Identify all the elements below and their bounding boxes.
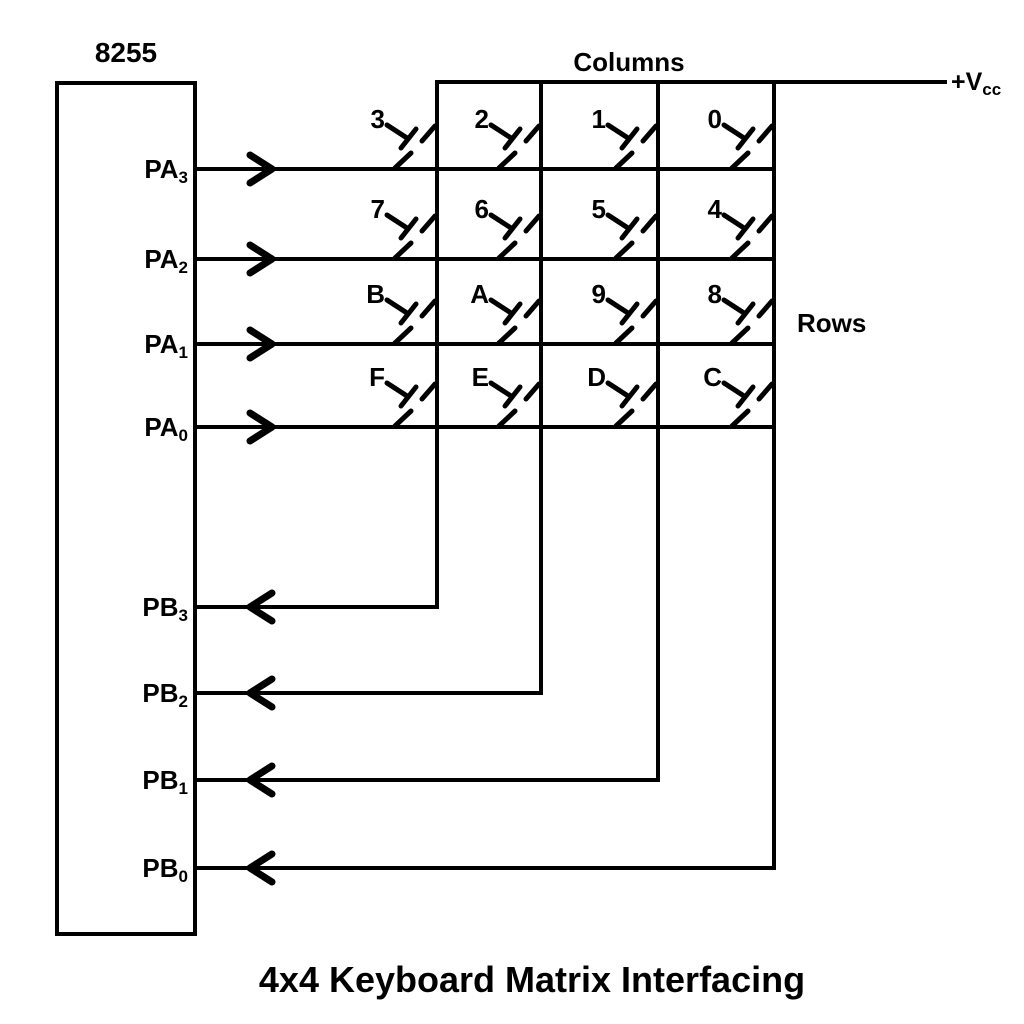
- columns-label: Columns: [573, 47, 685, 77]
- port-name: PB: [142, 853, 179, 883]
- port-label-pa0: PA0: [68, 410, 188, 445]
- key-label: D: [587, 362, 606, 392]
- port-label-pa2: PA2: [68, 242, 188, 277]
- key-label: 0: [707, 104, 722, 134]
- port-name: PA: [144, 154, 179, 184]
- port-name: PB: [142, 678, 179, 708]
- key-label: 7: [370, 194, 385, 224]
- port-name: PA: [144, 329, 179, 359]
- port-label-pa3: PA3: [68, 152, 188, 187]
- key-switch-icon: [724, 215, 772, 258]
- port-name: PA: [144, 412, 179, 442]
- port-bit: 1: [178, 779, 188, 798]
- port-bit: 1: [178, 343, 188, 362]
- chip-label: 8255: [94, 37, 158, 68]
- key-label: 3: [370, 104, 385, 134]
- port-bit: 2: [178, 692, 188, 711]
- key-label: A: [470, 279, 489, 309]
- key-label: B: [366, 279, 385, 309]
- port-label-pb3: PB3: [68, 590, 188, 625]
- key-label: F: [369, 362, 385, 392]
- chip-8255-outline: [55, 81, 197, 936]
- vcc-main: +V: [951, 68, 983, 96]
- port-name: PB: [142, 765, 179, 795]
- key-label: 4: [707, 194, 722, 224]
- key-switch-icon: [724, 300, 772, 343]
- port-bit: 2: [178, 258, 188, 277]
- port-label-pa1: PA1: [68, 327, 188, 362]
- key-switch-icon: [724, 383, 772, 426]
- vcc-label: +Vcc: [951, 68, 1002, 99]
- vcc-subscript: cc: [982, 80, 1002, 99]
- key-label: C: [703, 362, 722, 392]
- port-label-pb1: PB1: [68, 763, 188, 798]
- port-bit: 3: [178, 606, 188, 625]
- key-label: 8: [707, 279, 722, 309]
- port-name: PA: [144, 244, 179, 274]
- key-label: 2: [474, 104, 489, 134]
- port-bit: 3: [178, 168, 188, 187]
- key-label: 6: [474, 194, 489, 224]
- rows-label: Rows: [797, 308, 867, 338]
- port-bit: 0: [178, 426, 188, 445]
- port-label-pb2: PB2: [68, 676, 188, 711]
- page-title: 4x4 Keyboard Matrix Interfacing: [258, 959, 806, 1000]
- key-label: 9: [591, 279, 606, 309]
- port-bit: 0: [178, 867, 188, 886]
- key-switch-icon: [724, 125, 772, 168]
- port-name: PB: [142, 592, 179, 622]
- key-label: E: [471, 362, 489, 392]
- key-label: 5: [591, 194, 606, 224]
- key-label: 1: [591, 104, 606, 134]
- port-label-pb0: PB0: [68, 851, 188, 886]
